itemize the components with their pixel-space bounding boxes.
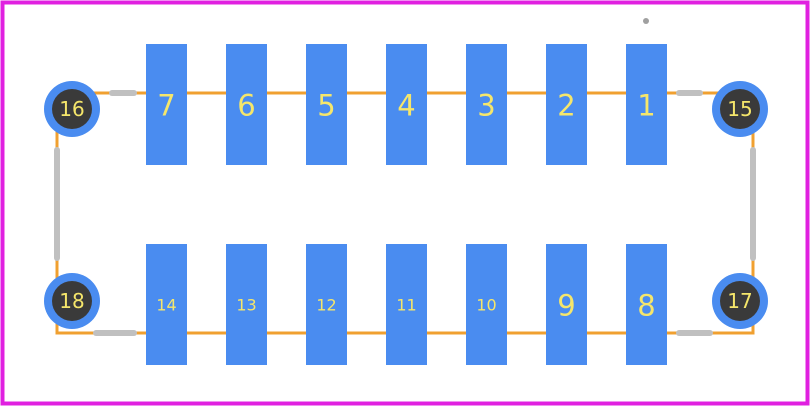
pad-rect (466, 244, 507, 365)
hole-number-label: 18 (59, 289, 84, 313)
pad-rect (626, 244, 667, 365)
bottom-pad-11: 11 (386, 244, 427, 365)
pad-rect (626, 44, 667, 165)
pad-number-label: 10 (476, 296, 496, 315)
mount-hole-15: 15 (712, 81, 768, 137)
pad-rect (466, 44, 507, 165)
mount-hole-16: 16 (44, 81, 100, 137)
mount-hole-18: 18 (44, 273, 100, 329)
bottom-pad-10: 10 (466, 244, 507, 365)
bottom-pad-8: 8 (626, 244, 667, 365)
pad-rect (386, 244, 427, 365)
bottom-pad-14: 14 (146, 244, 187, 365)
pad-number-label: 7 (157, 89, 175, 123)
top-pad-3: 3 (466, 44, 507, 165)
pad-rect (226, 244, 267, 365)
hole-number-label: 15 (727, 97, 752, 121)
hole-number-label: 16 (59, 97, 84, 121)
pad-rect (306, 44, 347, 165)
pad-rect (306, 244, 347, 365)
pad-number-label: 11 (396, 296, 416, 315)
bottom-pad-13: 13 (226, 244, 267, 365)
pad-number-label: 9 (557, 289, 575, 323)
pad-rect (146, 44, 187, 165)
pad-number-label: 14 (156, 296, 176, 315)
pad-number-label: 2 (557, 89, 575, 123)
pad-number-label: 6 (237, 89, 255, 123)
pin1-marker (643, 18, 649, 24)
pad-number-label: 4 (397, 89, 415, 123)
top-pad-1: 1 (626, 44, 667, 165)
top-pad-4: 4 (386, 44, 427, 165)
top-pad-5: 5 (306, 44, 347, 165)
hole-drill (52, 281, 92, 321)
bottom-pad-12: 12 (306, 244, 347, 365)
hole-drill (720, 89, 760, 129)
hole-number-label: 17 (727, 289, 752, 313)
pad-rect (386, 44, 427, 165)
pad-number-label: 12 (316, 296, 336, 315)
hole-drill (52, 89, 92, 129)
pad-number-label: 13 (236, 296, 256, 315)
top-pad-2: 2 (546, 44, 587, 165)
pad-rect (146, 244, 187, 365)
top-pad-6: 6 (226, 44, 267, 165)
pad-rect (546, 244, 587, 365)
silkscreen (54, 90, 756, 336)
pad-number-label: 1 (637, 89, 655, 123)
bottom-pad-9: 9 (546, 244, 587, 365)
pad-rect (226, 44, 267, 165)
top-pad-row: 7 6 5 4 3 2 1 (146, 44, 667, 165)
hole-drill (720, 281, 760, 321)
pad-number-label: 8 (637, 289, 655, 323)
pad-number-label: 3 (477, 89, 495, 123)
pad-rect (546, 44, 587, 165)
bottom-pad-row: 14 13 12 11 10 9 8 (146, 244, 667, 365)
pad-number-label: 5 (317, 89, 335, 123)
mount-hole-17: 17 (712, 273, 768, 329)
top-pad-7: 7 (146, 44, 187, 165)
